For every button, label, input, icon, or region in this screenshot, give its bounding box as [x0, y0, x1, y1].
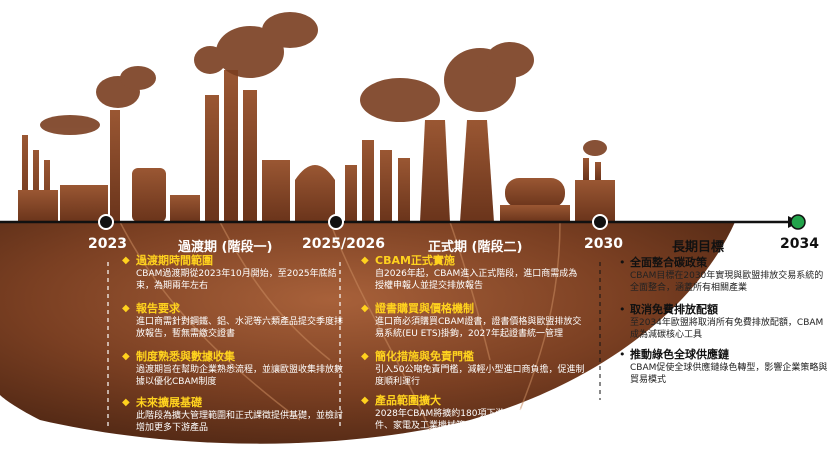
formal-item-desc: 進口商必須購買CBAM證書，證書價格與歐盟排放交易系統(EU ETS)掛鉤，20… [375, 317, 582, 339]
smoke-clouds [40, 12, 607, 156]
transition-item-desc: CBAM過渡期從2023年10月開始，至2025年底結束，為期兩年左右 [136, 269, 337, 291]
factory-skyline [18, 70, 615, 222]
transition-item-title: 報告要求 [136, 302, 180, 315]
check-icon: ◆ [361, 255, 369, 266]
longterm-item-desc: CBAM目標在2030年實現與歐盟排放交易系統的全面整合，涵蓋所有相關產業 [630, 271, 824, 293]
box-icon: ◆ [361, 395, 369, 406]
gear-icon: ◆ [122, 351, 130, 362]
timeline-marker-2025 [328, 214, 344, 230]
formal-item-title: 產品範圍擴大 [375, 394, 441, 407]
transition-item: ◆ 報告要求 進口商需針對鋼鐵、鋁、水泥等六類產品提交季度排放報告，暫無需繳交證… [122, 302, 346, 340]
longterm-item-title: 全面整合碳政策 [630, 256, 707, 269]
formal-item: ◆ 簡化措施與免責門檻 引入50公噸免責門檻，減輕小型進口商負擔，促進制度順利運… [361, 350, 585, 388]
transition-item: ◆ 制度熟悉與數據收集 過渡期旨在幫助企業熟悉流程，並讓歐盟收集排放數據以優化C… [122, 350, 346, 388]
longterm-item: • 全面整合碳政策 CBAM目標在2030年實現與歐盟排放交易系統的全面整合，涵… [619, 256, 830, 294]
formal-item-desc: 2028年CBAM將擴約180項下游產品，涵蓋汽車零件、家電及工業機械等 [375, 409, 577, 431]
phase-transition: 過渡期 (階段一) [178, 240, 273, 255]
expand-icon: ◆ [122, 397, 130, 408]
timeline-marker-2030 [592, 214, 608, 230]
bullet-icon: • [619, 256, 626, 269]
leaf-veins [119, 221, 561, 431]
transition-item-title: 未來擴展基礎 [136, 396, 202, 409]
year-2030: 2030 [584, 236, 623, 252]
transition-item-desc: 此階段為擴大管理範圍和正式課徵提供基礎，並檢討增加更多下游產品 [136, 411, 344, 433]
phase-formal: 正式期 (階段二) [428, 240, 523, 255]
formal-item: ◆ 產品範圍擴大 2028年CBAM將擴約180項下游產品，涵蓋汽車零件、家電及… [361, 394, 585, 432]
year-2034: 2034 [780, 236, 819, 252]
bullet-icon: • [619, 303, 626, 316]
longterm-item-title: 取消免費排放配額 [630, 303, 718, 316]
formal-item-title: 證書購買與價格機制 [375, 302, 474, 315]
transition-item: ◆ 過渡期時間範圍 CBAM過渡期從2023年10月開始，至2025年底結束，為… [122, 254, 346, 292]
formal-item-desc: 自2026年起，CBAM進入正式階段，進口商需成為授權申報人並提交排放報告 [375, 269, 578, 291]
longterm-item: • 取消免費排放配額 至2034年歐盟將取消所有免費排放配額，CBAM成為減碳核… [619, 303, 830, 341]
transition-item-desc: 進口商需針對鋼鐵、鋁、水泥等六類產品提交季度排放報告，暫無需繳交證書 [136, 317, 344, 339]
formal-item-title: CBAM正式實施 [375, 254, 455, 267]
certificate-icon: ◆ [361, 303, 369, 314]
transition-item-desc: 過渡期旨在幫助企業熟悉流程，並讓歐盟收集排放數據以優化CBAM制度 [136, 365, 344, 387]
longterm-item: • 推動綠色全球供應鏈 CBAM促使全球供應鏈綠色轉型，影響企業策略與貿易模式 [619, 348, 830, 386]
formal-item: ◆ CBAM正式實施 自2026年起，CBAM進入正式階段，進口商需成為授權申報… [361, 254, 585, 292]
bullet-icon: • [619, 348, 626, 361]
calendar-icon: ◆ [122, 255, 130, 266]
timeline-marker-2023 [98, 214, 114, 230]
formal-item-title: 簡化措施與免責門檻 [375, 350, 474, 363]
longterm-item-title: 推動綠色全球供應鏈 [630, 348, 729, 361]
longterm-item-desc: CBAM促使全球供應鏈綠色轉型，影響企業策略與貿易模式 [630, 363, 828, 385]
scale-icon: ◆ [361, 351, 369, 362]
longterm-item-desc: 至2034年歐盟將取消所有免費排放配額，CBAM成為減碳核心工具 [630, 318, 824, 340]
formal-item: ◆ 證書購買與價格機制 進口商必須購買CBAM證書，證書價格與歐盟排放交易系統(… [361, 302, 585, 340]
transition-item: ◆ 未來擴展基礎 此階段為擴大管理範圍和正式課徵提供基礎，並檢討增加更多下游產品 [122, 396, 346, 434]
document-icon: ◆ [122, 303, 130, 314]
transition-item-title: 制度熟悉與數據收集 [136, 350, 235, 363]
phase-longterm: 長期目標 [672, 240, 725, 255]
year-2023: 2023 [88, 236, 127, 252]
timeline-marker-2034 [790, 214, 806, 230]
transition-item-title: 過渡期時間範圍 [136, 254, 213, 267]
formal-item-desc: 引入50公噸免責門檻，減輕小型進口商負擔，促進制度順利運行 [375, 365, 585, 387]
year-2025-2026: 2025/2026 [302, 236, 386, 252]
leaf-lower-half [0, 222, 735, 444]
